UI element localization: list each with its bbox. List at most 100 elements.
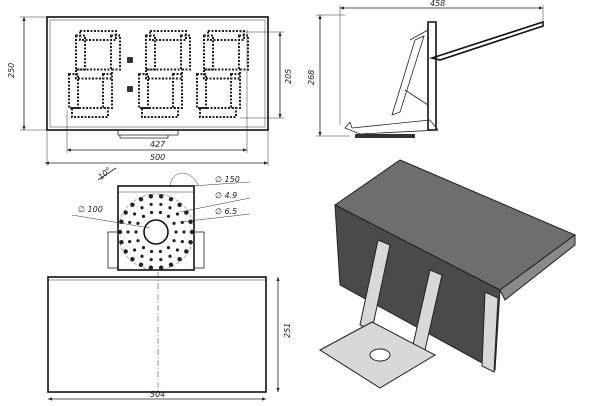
mount-hole <box>130 257 135 262</box>
mount-hole <box>168 206 172 210</box>
mount-hole <box>175 248 180 252</box>
mount-hole <box>123 210 128 215</box>
mount-hole <box>126 230 130 234</box>
mount-hole <box>177 202 182 207</box>
visor-plate <box>429 20 544 61</box>
mount-hole <box>174 230 178 234</box>
mount-hole <box>158 210 163 215</box>
mount-hole <box>159 202 163 207</box>
mount-hole <box>132 212 137 216</box>
mount-hole <box>184 249 189 254</box>
dim-digits-width-427: 427 <box>150 140 166 149</box>
mount-hole <box>123 249 128 254</box>
segment <box>71 107 109 118</box>
digit-1 <box>68 30 121 118</box>
angle-10deg: 10° <box>97 166 114 182</box>
segment <box>180 34 191 71</box>
mount-hole <box>177 257 182 262</box>
mount-hole <box>138 197 144 202</box>
segment <box>102 73 113 109</box>
mount-hole <box>149 210 154 215</box>
mount-hole <box>128 239 132 244</box>
center-hole <box>143 219 169 245</box>
mount-hole <box>134 230 138 234</box>
mount-hole <box>148 194 154 199</box>
mount-hole <box>140 254 144 258</box>
mount-bracket <box>117 130 179 139</box>
dim-d150: ∅ 150 <box>215 175 240 184</box>
display-side <box>427 21 437 131</box>
mount-hole <box>141 246 146 250</box>
mount-hole <box>141 214 146 218</box>
mount-hole <box>168 197 174 202</box>
mount-hole <box>168 254 172 258</box>
dim-width-500: 500 <box>150 153 165 162</box>
mount-hole <box>180 239 184 244</box>
mount-hole <box>189 229 195 235</box>
dim-digit-height-205: 205 <box>284 69 293 84</box>
dim-d49: ∅ 4.9 <box>215 191 237 200</box>
dim-d65: ∅ 6.5 <box>215 207 237 216</box>
mount-hole <box>172 239 176 243</box>
segment <box>203 34 214 71</box>
digit-2 <box>138 30 191 118</box>
hole-pattern <box>117 194 195 270</box>
top-view: 251 504 <box>47 272 292 401</box>
mount-hole <box>128 220 132 225</box>
segment <box>75 34 86 71</box>
mount-hole <box>149 249 154 254</box>
mount-hole <box>149 202 153 207</box>
housing-top <box>47 276 267 393</box>
digit-group <box>68 30 249 118</box>
mount-hole <box>117 229 123 235</box>
segment <box>110 34 121 71</box>
mount-hole <box>119 239 124 245</box>
mount-hole <box>175 212 180 216</box>
dim-height-251: 251 <box>283 323 292 338</box>
mount-hole <box>138 262 144 267</box>
segment <box>196 73 207 109</box>
colon-dot-top <box>127 57 133 63</box>
colon-dot-bottom <box>127 86 133 92</box>
bracket-view: 10° ∅ 100 ∅ 150 ∅ 4.9 ∅ 6.5 <box>71 166 251 271</box>
mount-hole <box>136 221 140 225</box>
front-view: 250 205 427 500 <box>7 16 293 166</box>
mount-hole <box>148 265 154 270</box>
dim-height-250: 250 <box>7 63 16 78</box>
display-frame <box>46 16 269 131</box>
base-bracket <box>344 119 439 135</box>
dim-width-504: 504 <box>150 390 165 399</box>
mount-hole <box>132 248 137 252</box>
segment <box>238 34 249 71</box>
mount-hole <box>166 214 171 218</box>
digit-3 <box>196 30 249 118</box>
bracket-plate <box>117 185 195 271</box>
mount-hole <box>180 220 184 225</box>
mount-hole <box>140 206 144 210</box>
segment <box>68 73 79 109</box>
mount-hole <box>182 230 186 234</box>
segment <box>138 73 149 109</box>
mount-hole <box>158 249 163 254</box>
segment <box>172 73 183 109</box>
side-view: 458 268 <box>307 0 544 138</box>
mount-hole <box>158 265 164 270</box>
mount-hole <box>130 202 135 207</box>
segment <box>199 107 237 118</box>
segment <box>230 73 241 109</box>
dim-height-268: 268 <box>307 70 316 85</box>
mount-hole <box>184 210 189 215</box>
support-arm <box>391 35 425 116</box>
segment <box>141 107 179 118</box>
mount-hole <box>166 246 171 250</box>
mount-hole <box>188 239 193 245</box>
mount-hole <box>159 257 163 262</box>
mount-hole <box>136 239 140 243</box>
dim-d100: ∅ 100 <box>78 205 103 214</box>
mount-hole <box>149 257 153 262</box>
isometric-view <box>319 159 577 389</box>
segment <box>145 34 156 71</box>
mount-hole <box>172 221 176 225</box>
mount-hole <box>188 219 193 225</box>
